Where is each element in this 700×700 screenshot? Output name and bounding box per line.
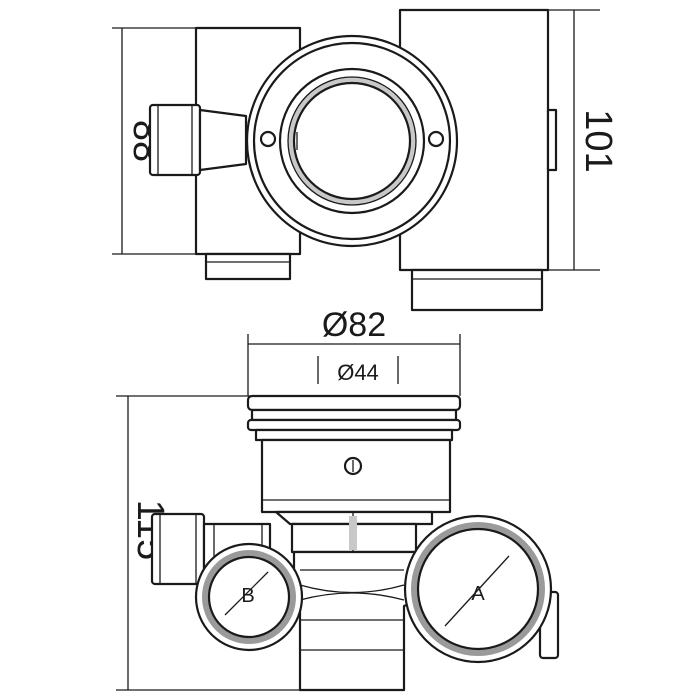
- dimension-diameter-44: Ø44: [317, 356, 399, 385]
- port-a: A: [403, 514, 553, 664]
- port-a-label: A: [471, 583, 485, 605]
- dimension-diameter-82: Ø82: [247, 306, 461, 396]
- main-body: [260, 438, 452, 692]
- dimension-101: 101: [548, 9, 619, 271]
- dimension-101-label: 101: [577, 109, 619, 172]
- cap-rim: [246, 394, 462, 442]
- dimension-diameter-82-label: Ø82: [322, 306, 386, 344]
- dimension-diameter-44-label: Ø44: [337, 360, 379, 385]
- screw-hole-left: [259, 130, 277, 148]
- screw-hole-right: [427, 130, 445, 148]
- side-view: Ø82 Ø44 115: [116, 306, 560, 692]
- top-ring: [245, 34, 459, 248]
- top-view: 88 101: [112, 8, 619, 312]
- port-b: B: [194, 542, 304, 652]
- port-b-label: B: [241, 585, 254, 607]
